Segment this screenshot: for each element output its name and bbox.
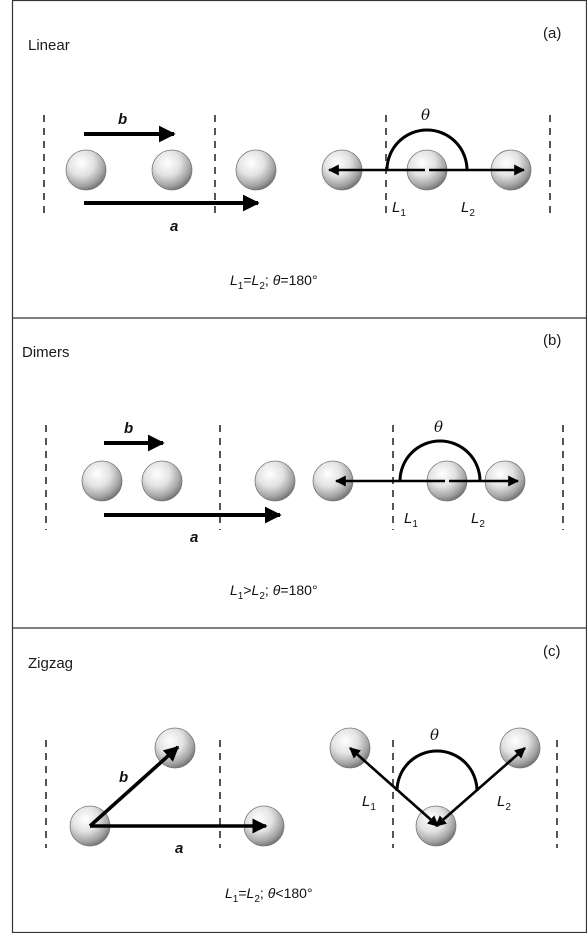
unit-cell-boundaries bbox=[45, 425, 564, 530]
panel-tag: (c) bbox=[543, 643, 561, 660]
angle-arc bbox=[395, 749, 479, 792]
angle-label: θ bbox=[430, 726, 439, 744]
unit-cell-boundaries bbox=[45, 740, 558, 848]
angle-arc bbox=[398, 439, 482, 482]
atom bbox=[65, 149, 107, 191]
vector-a-label: a bbox=[170, 218, 178, 235]
vector-b-label: b bbox=[124, 420, 133, 437]
panel-title: Zigzag bbox=[28, 655, 73, 672]
bond-L2-label: L2 bbox=[471, 510, 485, 530]
unit-cell-boundaries bbox=[43, 115, 551, 218]
vector-b-label: b bbox=[118, 111, 127, 128]
atom bbox=[141, 460, 183, 502]
panel-tag: (b) bbox=[543, 332, 561, 349]
condition-label: L1=L2;θ=180° bbox=[230, 272, 318, 292]
vector-a-label: a bbox=[175, 840, 183, 857]
angle-arc bbox=[385, 128, 469, 171]
panel-tag: (a) bbox=[543, 25, 561, 42]
vector-a-label: a bbox=[190, 529, 198, 546]
bond-L2-label: L2 bbox=[497, 793, 511, 813]
bond-L2-label: L2 bbox=[461, 199, 475, 219]
bond-L1-label: L1 bbox=[404, 510, 418, 530]
atom bbox=[235, 149, 277, 191]
angle-label: θ bbox=[421, 106, 430, 124]
atom bbox=[254, 460, 296, 502]
atom bbox=[499, 727, 541, 769]
atoms bbox=[81, 460, 526, 502]
vector-b-arrow bbox=[88, 745, 180, 828]
panel-title: Dimers bbox=[22, 344, 70, 361]
atom bbox=[151, 149, 193, 191]
atoms bbox=[69, 727, 541, 847]
atom bbox=[81, 460, 123, 502]
panel-linear: Linear (a) b a θ L1 L2 L1=L2;θ=180° bbox=[28, 25, 561, 292]
angle-label: θ bbox=[434, 418, 443, 436]
bond-L1-label: L1 bbox=[392, 199, 406, 219]
bond-L2-arrow bbox=[435, 747, 526, 827]
condition-label: L1=L2;θ<180° bbox=[225, 885, 313, 905]
condition-label: L1>L2;θ=180° bbox=[230, 582, 318, 602]
bond-L1-label: L1 bbox=[362, 793, 376, 813]
vector-b-label: b bbox=[119, 769, 128, 786]
panel-dimers: Dimers (b) b a θ L1 L2 L1>L2;θ=180° bbox=[22, 332, 564, 602]
panel-zigzag: Zigzag (c) b a θ L1 L2 L1=L2;θ<180° bbox=[28, 643, 561, 905]
panel-title: Linear bbox=[28, 37, 70, 54]
bond-L1-arrow bbox=[349, 747, 439, 827]
